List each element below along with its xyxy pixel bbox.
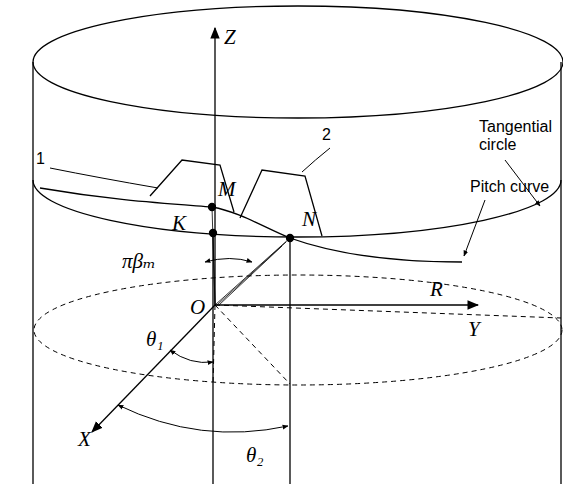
cylinder-side	[32, 62, 33, 484]
part-label: Pitch curve	[470, 178, 549, 196]
axis-label: Z	[224, 26, 236, 49]
radius-line	[215, 305, 561, 318]
point-label: M	[218, 178, 236, 201]
axis-label: Y	[468, 318, 480, 341]
point-dot	[209, 204, 216, 211]
dimension-label: R	[430, 278, 443, 301]
z-axis	[214, 28, 215, 305]
y-axis	[215, 304, 478, 305]
ray-line	[219, 246, 282, 305]
axis-label: X	[78, 428, 91, 451]
projection-line	[213, 305, 215, 385]
angle-arc	[170, 350, 213, 363]
callout-number: 1	[36, 150, 45, 168]
ray-line	[215, 238, 290, 305]
leader-line	[464, 200, 485, 256]
leader-line	[50, 168, 158, 188]
projection-line	[212, 233, 213, 484]
point-dot	[210, 230, 217, 237]
pitch-curve	[40, 188, 462, 262]
callout-number: 2	[322, 126, 331, 144]
part-label: Tangential circle	[479, 118, 559, 153]
point-dot	[287, 235, 294, 242]
angle-arc	[205, 259, 252, 263]
point-label: K	[172, 212, 186, 235]
base-ellipse	[34, 275, 562, 385]
angle-label: πβₘ	[122, 250, 156, 273]
projection-line	[215, 305, 290, 384]
cylinder-side	[560, 62, 561, 484]
angle-label: θ₁	[146, 328, 164, 351]
projection-line	[289, 238, 290, 484]
point-label: O	[190, 296, 205, 319]
tooth-profile	[240, 170, 322, 236]
cylinder-top	[33, 6, 563, 118]
ray-line	[217, 242, 286, 305]
angle-arc	[118, 405, 288, 432]
angle-label: θ₂	[246, 444, 264, 467]
x-axis	[92, 305, 215, 432]
leader-line	[302, 148, 330, 172]
point-label: N	[302, 208, 316, 231]
